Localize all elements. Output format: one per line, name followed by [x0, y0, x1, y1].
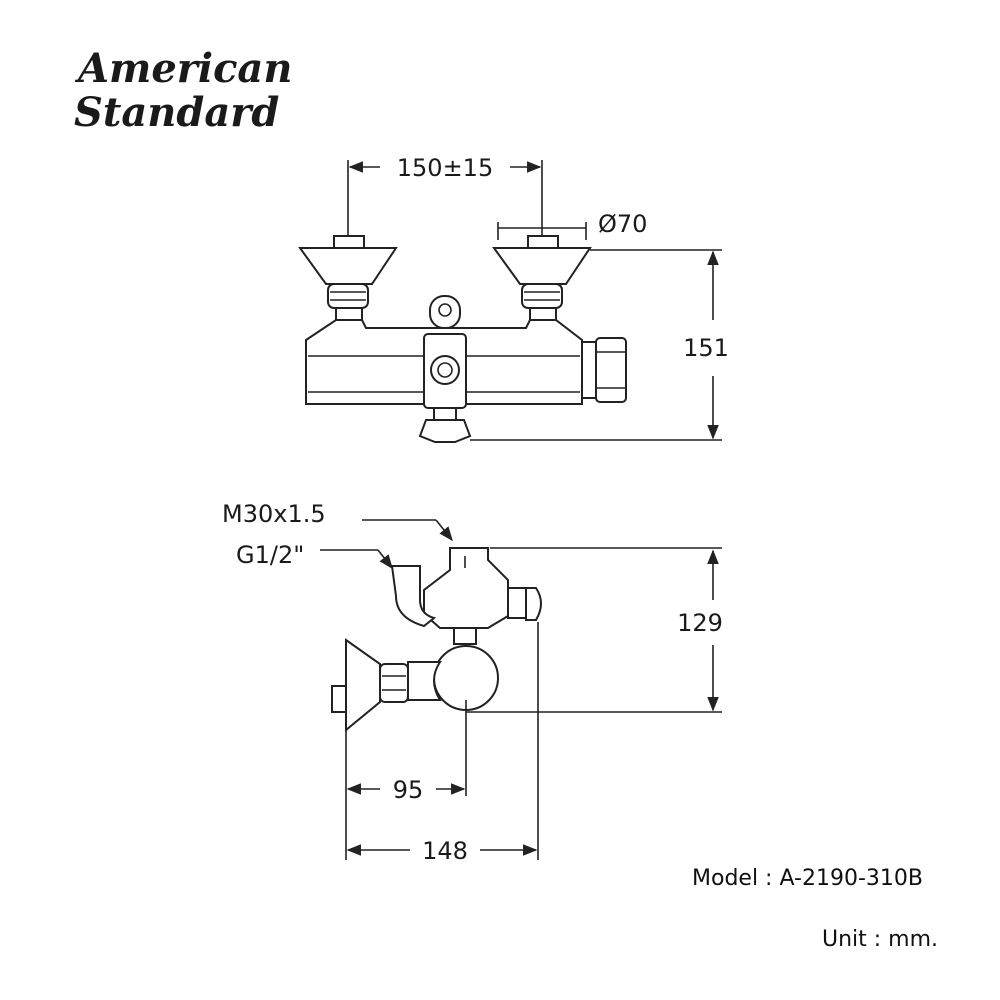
side-inlet-elbow	[390, 565, 437, 628]
dim-label-depth-center: 95	[393, 776, 424, 804]
diverter-port-inner	[437, 362, 453, 378]
right-outlet-collar	[581, 341, 597, 399]
leader-inlet-thread-arrow	[377, 549, 393, 570]
right-outlet-nut	[595, 337, 627, 403]
brand-logo-line2: Standard	[74, 89, 279, 136]
side-top-body	[423, 547, 509, 629]
front-view: 150±15 Ø70	[298, 154, 729, 443]
leader-outlet-thread-arrow	[435, 519, 453, 542]
brand-logo: American Standard	[74, 45, 292, 136]
side-knob-collar	[507, 587, 527, 619]
dim-label-height-front: 151	[683, 334, 729, 362]
top-outlet-hole	[438, 303, 452, 317]
side-wall-flange	[345, 638, 381, 733]
diverter-port	[430, 355, 460, 385]
diverter-knob	[418, 419, 472, 443]
dim-label-centers: 150±15	[397, 154, 493, 182]
dim-label-outlet-thread: M30x1.5	[222, 500, 326, 528]
left-handle-stem	[335, 307, 363, 321]
dim-label-diameter: Ø70	[598, 210, 647, 238]
right-handle-stem	[529, 307, 557, 321]
left-handle-nut	[327, 283, 369, 309]
right-handle-nut	[521, 283, 563, 309]
top-outlet	[429, 295, 461, 329]
dim-label-height-side: 129	[677, 609, 723, 637]
side-knob	[525, 587, 542, 621]
model-label: Model : A-2190-310B	[692, 866, 923, 891]
side-view: M30x1.5 G1/2" 129	[222, 500, 723, 865]
dim-label-depth-total: 148	[422, 837, 468, 865]
side-arm	[407, 661, 442, 701]
right-handle-flange	[492, 247, 592, 285]
brand-logo-line1: American	[74, 45, 292, 92]
dim-label-inlet-thread: G1/2"	[236, 541, 304, 569]
side-nut	[379, 663, 409, 703]
side-wall-stub	[331, 685, 347, 713]
side-neck	[453, 627, 477, 645]
right-handle-cap	[527, 235, 559, 249]
unit-label: Unit : mm.	[822, 927, 939, 952]
diverter-stem	[433, 407, 457, 421]
left-handle-cap	[333, 235, 365, 249]
left-handle-flange	[298, 247, 398, 285]
